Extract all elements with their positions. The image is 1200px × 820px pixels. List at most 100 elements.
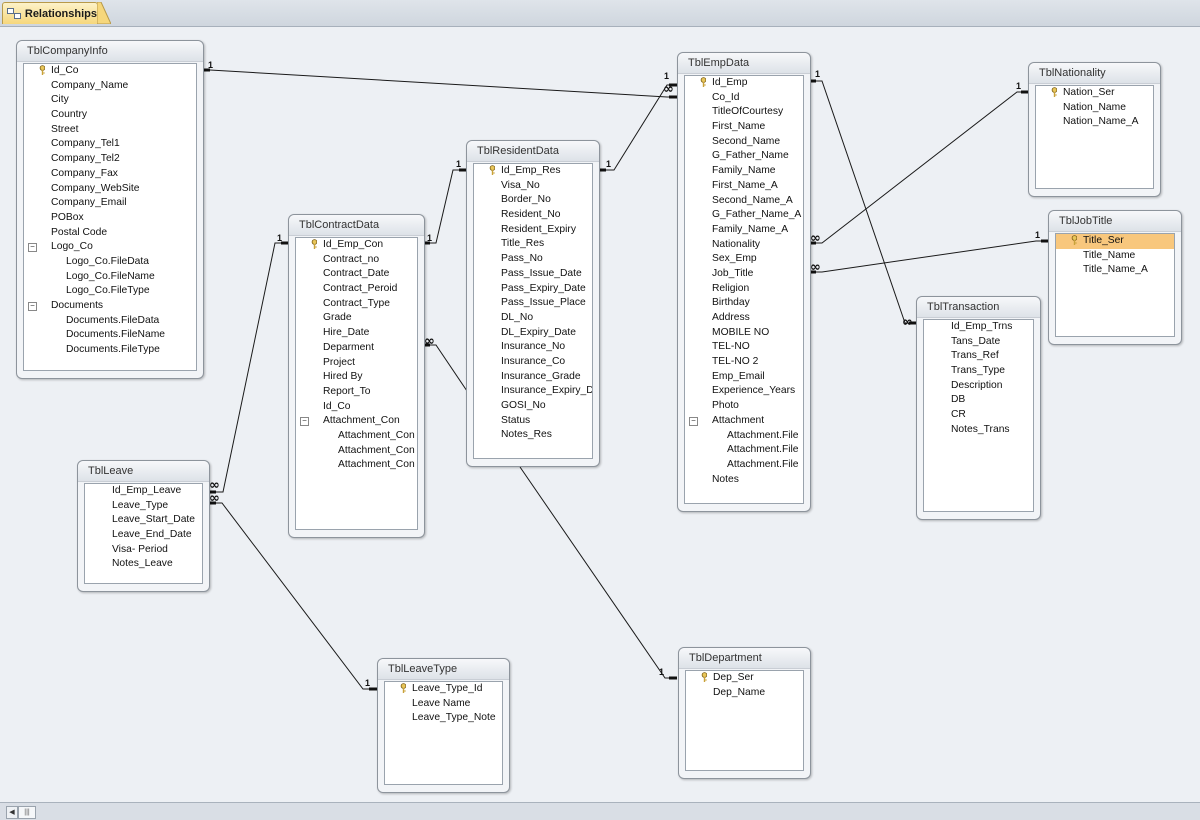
relationships-canvas[interactable]: 1 1 1 1 1 1 1 1 1 1 1 ∞ ∞ ∞ ∞ ∞ ∞ ∞ TblC… bbox=[0, 27, 1200, 802]
field-row[interactable]: Hired By bbox=[296, 370, 417, 385]
field-row[interactable]: Grade bbox=[296, 311, 417, 326]
table-title[interactable]: TblNationality bbox=[1029, 63, 1160, 84]
field-row[interactable]: Logo_Co.FileName bbox=[24, 270, 196, 285]
field-row[interactable]: −Documents bbox=[24, 299, 196, 314]
relationship-line-jobtitle-emp[interactable] bbox=[809, 240, 1049, 273]
field-row[interactable]: Documents.FileType bbox=[24, 343, 196, 358]
field-row[interactable]: Logo_Co.FileType bbox=[24, 284, 196, 299]
field-row[interactable]: Birthday bbox=[685, 296, 803, 311]
field-row[interactable]: City bbox=[24, 93, 196, 108]
field-row[interactable]: −Attachment_Con bbox=[296, 414, 417, 429]
relationship-line-company-emp[interactable] bbox=[203, 69, 677, 98]
field-row[interactable]: Deparment bbox=[296, 341, 417, 356]
field-row[interactable]: Insurance_No bbox=[474, 340, 592, 355]
relationship-line-emp-transaction[interactable] bbox=[809, 80, 917, 324]
relationship-line-emp-resident[interactable] bbox=[599, 84, 677, 171]
field-row[interactable]: Leave_Type_Id bbox=[385, 682, 502, 697]
field-row[interactable]: TitleOfCourtesy bbox=[685, 105, 803, 120]
field-row[interactable]: First_Name_A bbox=[685, 179, 803, 194]
field-row[interactable]: GOSI_No bbox=[474, 399, 592, 414]
field-row[interactable]: DB bbox=[924, 393, 1033, 408]
field-row[interactable]: Company_Tel2 bbox=[24, 152, 196, 167]
field-row[interactable]: Company_WebSite bbox=[24, 182, 196, 197]
field-row[interactable]: Family_Name_A bbox=[685, 223, 803, 238]
field-row[interactable]: Leave Name bbox=[385, 697, 502, 712]
field-row[interactable]: Notes_Res bbox=[474, 428, 592, 443]
field-row[interactable]: TEL-NO 2 bbox=[685, 355, 803, 370]
field-row[interactable]: Religion bbox=[685, 282, 803, 297]
field-row[interactable]: Nation_Name_A bbox=[1036, 115, 1153, 130]
field-row[interactable]: Pass_Issue_Date bbox=[474, 267, 592, 282]
field-row[interactable]: Attachment.File bbox=[685, 458, 803, 473]
field-row[interactable]: Address bbox=[685, 311, 803, 326]
field-row[interactable]: Co_Id bbox=[685, 91, 803, 106]
field-row[interactable]: Logo_Co.FileData bbox=[24, 255, 196, 270]
field-row[interactable]: G_Father_Name bbox=[685, 149, 803, 164]
field-row[interactable]: Dep_Name bbox=[686, 686, 803, 701]
collapse-toggle-icon[interactable]: − bbox=[300, 417, 309, 427]
field-row[interactable]: Company_Name bbox=[24, 79, 196, 94]
table-title[interactable]: TblJobTitle bbox=[1049, 211, 1181, 232]
field-row[interactable]: Attachment.File bbox=[685, 443, 803, 458]
field-row[interactable]: Id_Emp bbox=[685, 76, 803, 91]
field-row[interactable]: Dep_Ser bbox=[686, 671, 803, 686]
collapse-toggle-icon[interactable]: − bbox=[28, 302, 37, 311]
field-row[interactable]: Border_No bbox=[474, 193, 592, 208]
tab-relationships[interactable]: Relationships bbox=[2, 2, 98, 24]
field-row[interactable]: Experience_Years bbox=[685, 384, 803, 399]
field-row[interactable]: G_Father_Name_A bbox=[685, 208, 803, 223]
field-row[interactable]: Status bbox=[474, 414, 592, 429]
table-title[interactable]: TblCompanyInfo bbox=[17, 41, 203, 62]
field-row[interactable]: Notes bbox=[685, 473, 803, 488]
field-row[interactable]: Title_Res bbox=[474, 237, 592, 252]
field-row[interactable]: −Attachment bbox=[685, 414, 803, 429]
field-row[interactable]: Company_Email bbox=[24, 196, 196, 211]
field-row[interactable]: Second_Name bbox=[685, 135, 803, 150]
collapse-toggle-icon[interactable]: − bbox=[689, 416, 698, 426]
field-row[interactable]: Attachment_Con bbox=[296, 458, 417, 473]
field-row[interactable]: First_Name bbox=[685, 120, 803, 135]
field-row[interactable]: Hire_Date bbox=[296, 326, 417, 341]
field-row[interactable]: Tans_Date bbox=[924, 335, 1033, 350]
field-row[interactable]: Report_To bbox=[296, 385, 417, 400]
field-row[interactable]: Leave_Type_Note bbox=[385, 711, 502, 726]
field-row[interactable]: Id_Emp_Leave bbox=[85, 484, 202, 499]
field-row[interactable]: Documents.FileName bbox=[24, 328, 196, 343]
field-row[interactable]: Pass_No bbox=[474, 252, 592, 267]
field-row[interactable]: Photo bbox=[685, 399, 803, 414]
field-row[interactable]: Attachment_Con bbox=[296, 444, 417, 459]
field-row[interactable]: Insurance_Grade bbox=[474, 370, 592, 385]
field-row[interactable]: Leave_Start_Date bbox=[85, 513, 202, 528]
table-title[interactable]: TblContractData bbox=[289, 215, 424, 236]
field-row[interactable]: MOBILE NO bbox=[685, 326, 803, 341]
table-title[interactable]: TblTransaction bbox=[917, 297, 1040, 318]
field-row[interactable]: Job_Title bbox=[685, 267, 803, 282]
field-row[interactable]: Contract_Date bbox=[296, 267, 417, 282]
field-row[interactable]: Leave_Type bbox=[85, 499, 202, 514]
field-row[interactable]: Insurance_Co bbox=[474, 355, 592, 370]
field-row[interactable]: Leave_End_Date bbox=[85, 528, 202, 543]
field-row[interactable]: Id_Emp_Res bbox=[474, 164, 592, 179]
table-title[interactable]: TblLeaveType bbox=[378, 659, 509, 680]
table-title[interactable]: TblEmpData bbox=[678, 53, 810, 74]
field-row[interactable]: Street bbox=[24, 123, 196, 138]
field-row[interactable]: Nationality bbox=[685, 238, 803, 253]
